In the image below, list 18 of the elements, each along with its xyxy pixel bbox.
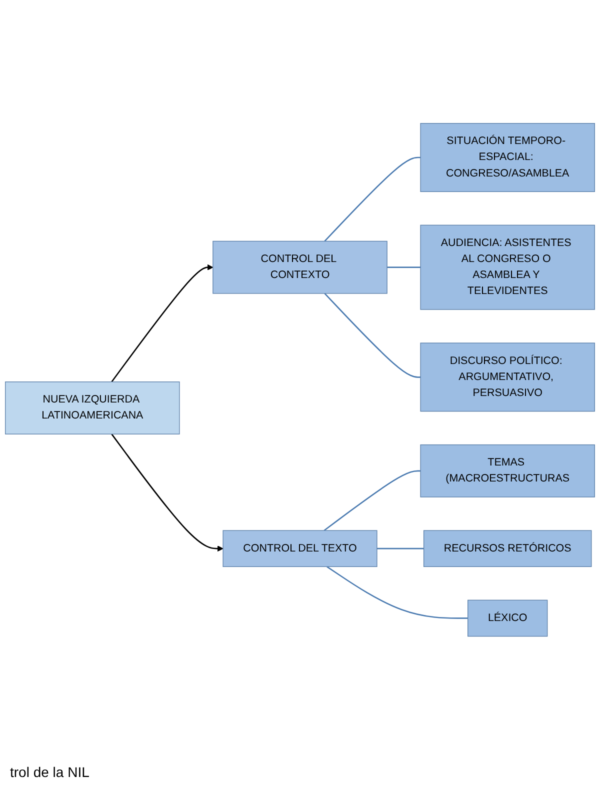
node-box: CONTROL DEL CONTEXTO: [212, 241, 388, 294]
node-box: RECURSOS RETÓRICOS: [423, 530, 592, 568]
connector: [387, 266, 421, 268]
connector: [376, 548, 424, 550]
node-box: TEMAS (MACROESTRUCTURAS: [420, 444, 595, 498]
node-box: AUDIENCIA: ASISTENTES AL CONGRESO O ASAMBLEA Y TELEVIDENTES: [420, 224, 595, 310]
connector: [324, 293, 421, 378]
arrow: [111, 434, 224, 552]
node-box: SITUACIÓN TEMPORO- ESPACIAL: CONGRESO/ASAMBLEA: [420, 123, 595, 192]
connector: [326, 566, 468, 620]
connector: [324, 470, 421, 532]
arrow: [111, 264, 214, 382]
node-box: DISCURSO POLÍTICO: ARGUMENTATIVO, PERSUASIVO: [420, 342, 595, 412]
node-box: CONTROL DEL TEXTO: [222, 530, 378, 568]
node-box: LÉXICO: [468, 600, 548, 637]
caption-text: trol de la NIL: [10, 764, 90, 780]
connector: [324, 157, 421, 242]
node-box: NUEVA IZQUIERDA LATINOAMERICANA: [5, 382, 180, 435]
